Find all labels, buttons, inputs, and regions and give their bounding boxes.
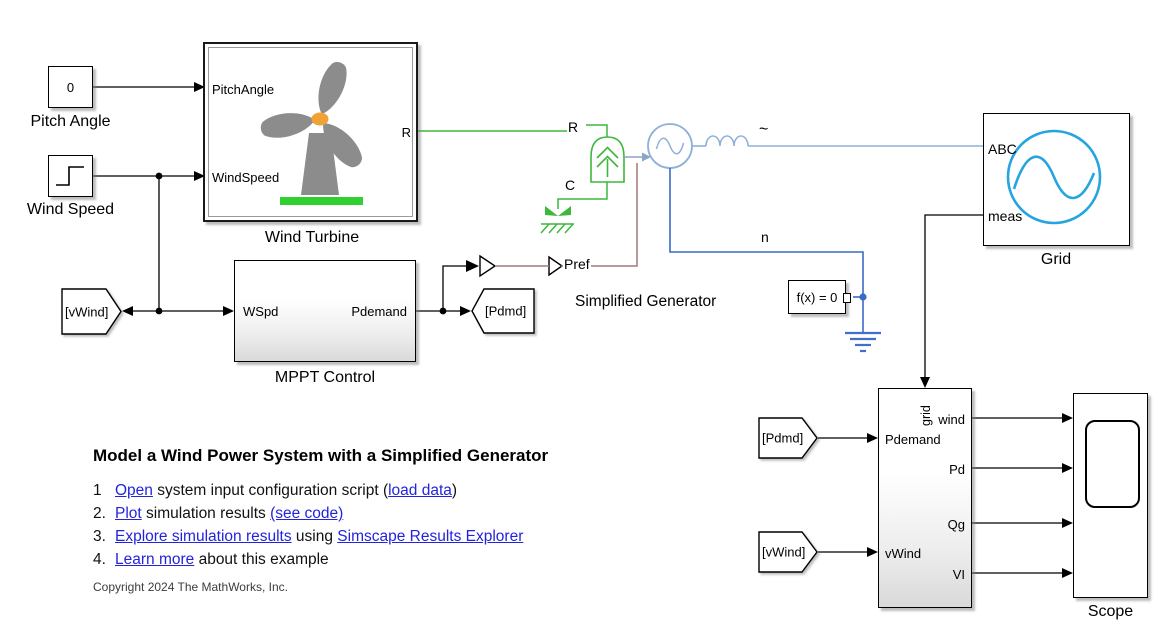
generator-port-c-label: C: [564, 177, 577, 193]
simscape-explorer-link[interactable]: Simscape Results Explorer: [337, 528, 524, 545]
open-link[interactable]: Open: [115, 482, 153, 499]
grid-port-abc: ABC: [988, 141, 1017, 157]
note-4-text: about this example: [194, 551, 329, 568]
inductor-icon[interactable]: [692, 135, 749, 147]
generator-port-n-label: n: [760, 229, 770, 245]
mechanical-ground-icon[interactable]: [540, 206, 574, 234]
ac-grid-icon: [1006, 129, 1102, 225]
grid-label: Grid: [1040, 251, 1072, 268]
goto-tag-vwind[interactable]: [vWind]: [61, 288, 122, 335]
note-1-text: system input configuration script (: [152, 482, 389, 499]
step-signal-icon: [56, 166, 84, 186]
mppt-control-subsystem[interactable]: WSpd Pdemand: [234, 260, 416, 362]
note-step-3: 3. Explore simulation results using Simsc…: [93, 525, 713, 548]
scope-screen-icon: [1085, 420, 1140, 508]
note-2-text: simulation results: [141, 505, 271, 522]
turbine-port-r: R: [401, 125, 411, 140]
turbine-port-pitchangle: PitchAngle: [212, 82, 275, 97]
generator-port-ac-label: ~: [758, 121, 770, 138]
grid-block[interactable]: ABC meas: [983, 113, 1130, 246]
mppt-port-pdemand: Pdemand: [351, 304, 407, 319]
meas-port-wind: wind: [938, 412, 965, 427]
meas-port-grid: grid: [919, 405, 933, 426]
goto-tag-pdmd-text: [Pdmd]: [485, 303, 527, 319]
wind-turbine-icon: [260, 62, 363, 205]
note-3-number: 3.: [93, 528, 106, 545]
turbine-port-windspeed: WindSpeed: [212, 170, 280, 185]
note-2-number: 2.: [93, 505, 106, 522]
signal-wires[interactable]: [93, 86, 1062, 574]
mechanical-wires[interactable]: [418, 124, 608, 209]
solver-text: f(x) = 0: [796, 289, 838, 305]
measurements-subsystem[interactable]: grid Pdemand vWind wind Pd Qg VI: [878, 388, 972, 608]
electrical-ground-icon[interactable]: [845, 331, 881, 353]
model-notes: Model a Wind Power System with a Simplif…: [93, 446, 713, 594]
copyright-text: Copyright 2024 The MathWorks, Inc.: [93, 580, 288, 594]
note-1-number: 1: [93, 482, 102, 499]
meas-port-pdemand: Pdemand: [885, 432, 941, 447]
note-3-text: using: [291, 528, 338, 545]
solver-port: [843, 293, 851, 303]
load-data-link[interactable]: load data: [388, 482, 452, 499]
see-code-link[interactable]: (see code): [270, 505, 344, 522]
explore-results-link[interactable]: Explore simulation results: [115, 528, 292, 545]
generator-input-arrow-icon: [624, 152, 651, 162]
grid-port-meas: meas: [988, 208, 1023, 224]
scope-label: Scope: [1087, 603, 1134, 620]
wind-speed-label: Wind Speed: [26, 201, 115, 218]
notes-title: Model a Wind Power System with a Simplif…: [93, 446, 549, 465]
meas-port-vi: VI: [952, 567, 965, 582]
wind-turbine-block[interactable]: PitchAngle WindSpeed R: [203, 42, 418, 222]
note-1-text-end: ): [451, 482, 458, 499]
wind-turbine-label: Wind Turbine: [264, 229, 360, 246]
learn-more-link[interactable]: Learn more: [115, 551, 195, 568]
note-step-4: 4. Learn more about this example: [93, 548, 713, 571]
pitch-angle-label: Pitch Angle: [30, 113, 111, 130]
rotational-source-icon[interactable]: [590, 136, 625, 183]
meas-port-qg: Qg: [947, 517, 965, 532]
note-4-number: 4.: [93, 551, 106, 568]
meas-port-pd: Pd: [949, 462, 965, 477]
meas-port-vwind: vWind: [885, 546, 922, 561]
from-tag-vwind-text: [vWind]: [762, 544, 806, 560]
electrical-junction-dot: [859, 293, 867, 301]
generator-source-icon[interactable]: [647, 123, 693, 169]
constant-value: 0: [66, 79, 75, 95]
note-step-1: 1 Open system input configuration script …: [93, 479, 713, 502]
generator-port-pref-label: Pref: [563, 256, 591, 272]
from-tag-vwind[interactable]: [vWind]: [758, 531, 818, 573]
plot-link[interactable]: Plot: [115, 505, 142, 522]
note-step-2: 2. Plot simulation results (see code): [93, 502, 713, 525]
goto-tag-pdmd[interactable]: [Pdmd]: [471, 288, 535, 334]
solver-block[interactable]: f(x) = 0: [788, 280, 851, 314]
pitch-angle-constant-block[interactable]: 0: [48, 66, 93, 108]
signal-arrowheads: [122, 82, 1073, 578]
simplified-generator-label: Simplified Generator: [575, 293, 717, 310]
from-tag-pdmd[interactable]: [Pdmd]: [758, 417, 818, 459]
mppt-port-wspd: WSpd: [243, 304, 279, 319]
mppt-control-label: MPPT Control: [274, 369, 376, 386]
wind-speed-step-block[interactable]: [48, 155, 93, 197]
from-tag-pdmd-text: [Pdmd]: [762, 430, 804, 446]
generator-port-r-label: R: [567, 119, 580, 135]
scope-block[interactable]: [1073, 393, 1148, 598]
goto-tag-vwind-text: [vWind]: [65, 304, 109, 319]
